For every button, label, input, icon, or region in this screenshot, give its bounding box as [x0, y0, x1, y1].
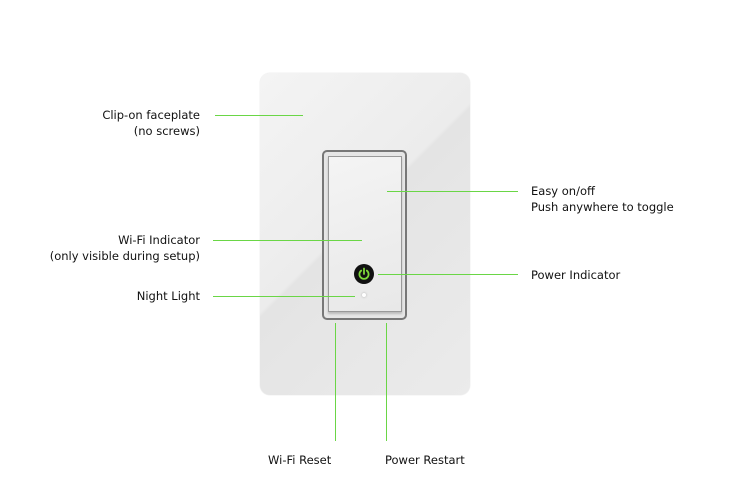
label-night-light: Night Light — [136, 289, 200, 303]
label-power-restart: Power Restart — [385, 453, 465, 467]
leader-line — [386, 323, 387, 441]
label-wifi-reset: Wi-Fi Reset — [268, 453, 332, 467]
leader-line — [335, 323, 336, 441]
label-easy-toggle: Easy on/off Push anywhere to toggle — [531, 184, 674, 214]
leader-line — [387, 191, 518, 192]
label-wifi-indicator: Wi-Fi Indicator (only visible during set… — [49, 233, 200, 263]
leader-line — [213, 240, 362, 241]
label-faceplate: Clip-on faceplate (no screws) — [102, 108, 200, 138]
power-icon — [354, 264, 374, 284]
label-power-indicator: Power Indicator — [531, 268, 621, 282]
rocker-switch — [328, 156, 402, 312]
leader-line — [213, 296, 355, 297]
leader-line — [215, 115, 303, 116]
leader-line — [378, 274, 518, 275]
night-light-dot — [362, 293, 366, 297]
